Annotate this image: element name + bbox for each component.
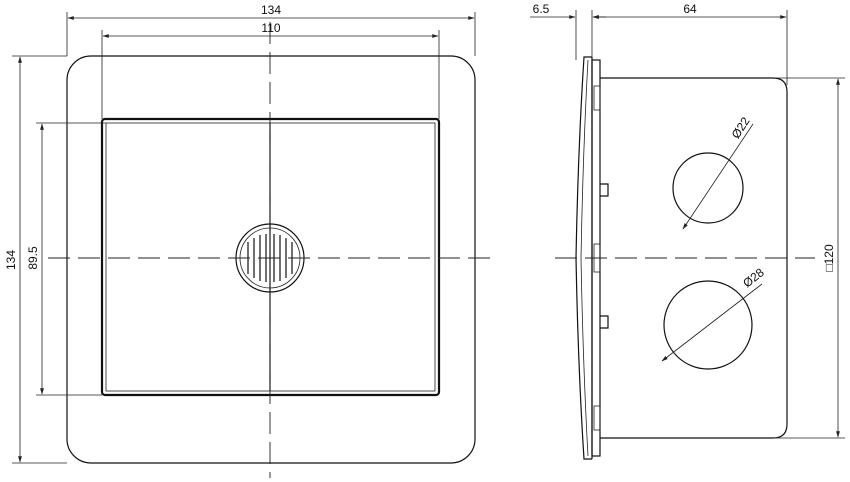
dim-box-square: □120 (773, 77, 845, 439)
clip-bottom (600, 315, 609, 329)
dim-hole-small-label: Ø22 (729, 114, 753, 141)
dim-box-depth-label: 64 (683, 2, 697, 16)
dim-hole-large-label: Ø28 (740, 265, 767, 290)
front-view: 134 110 134 89.5 (4, 3, 497, 478)
dim-hole-small: Ø22 (682, 114, 754, 230)
dim-hole-large: Ø28 (661, 265, 767, 362)
rocker-area-outer (100, 117, 441, 397)
dim-inner-height-label: 89.5 (26, 246, 40, 270)
cover-plate-profile-inner (580, 59, 589, 457)
dim-inner-width-label: 110 (261, 21, 280, 35)
dim-box-depth: 64 (592, 2, 788, 85)
dim-overall-width-label: 134 (261, 3, 281, 17)
dim-overall-height: 134 (4, 55, 67, 464)
knockout-hole-small (672, 152, 744, 224)
dim-inner-width: 110 (101, 21, 440, 119)
dim-overall-width: 134 (66, 3, 476, 56)
frame-outer (66, 55, 476, 464)
dim-box-square-label: □120 (822, 244, 836, 272)
dim-plate-thickness-label: 6.5 (533, 2, 550, 16)
side-view: 6.5 64 Ø22 Ø28 □120 (530, 2, 845, 460)
clip-top (600, 183, 609, 197)
dim-plate-thickness: 6.5 (530, 2, 606, 60)
knockout-hole-large (663, 280, 753, 370)
dim-overall-height-label: 134 (4, 250, 18, 270)
dim-inner-height: 89.5 (26, 122, 106, 396)
